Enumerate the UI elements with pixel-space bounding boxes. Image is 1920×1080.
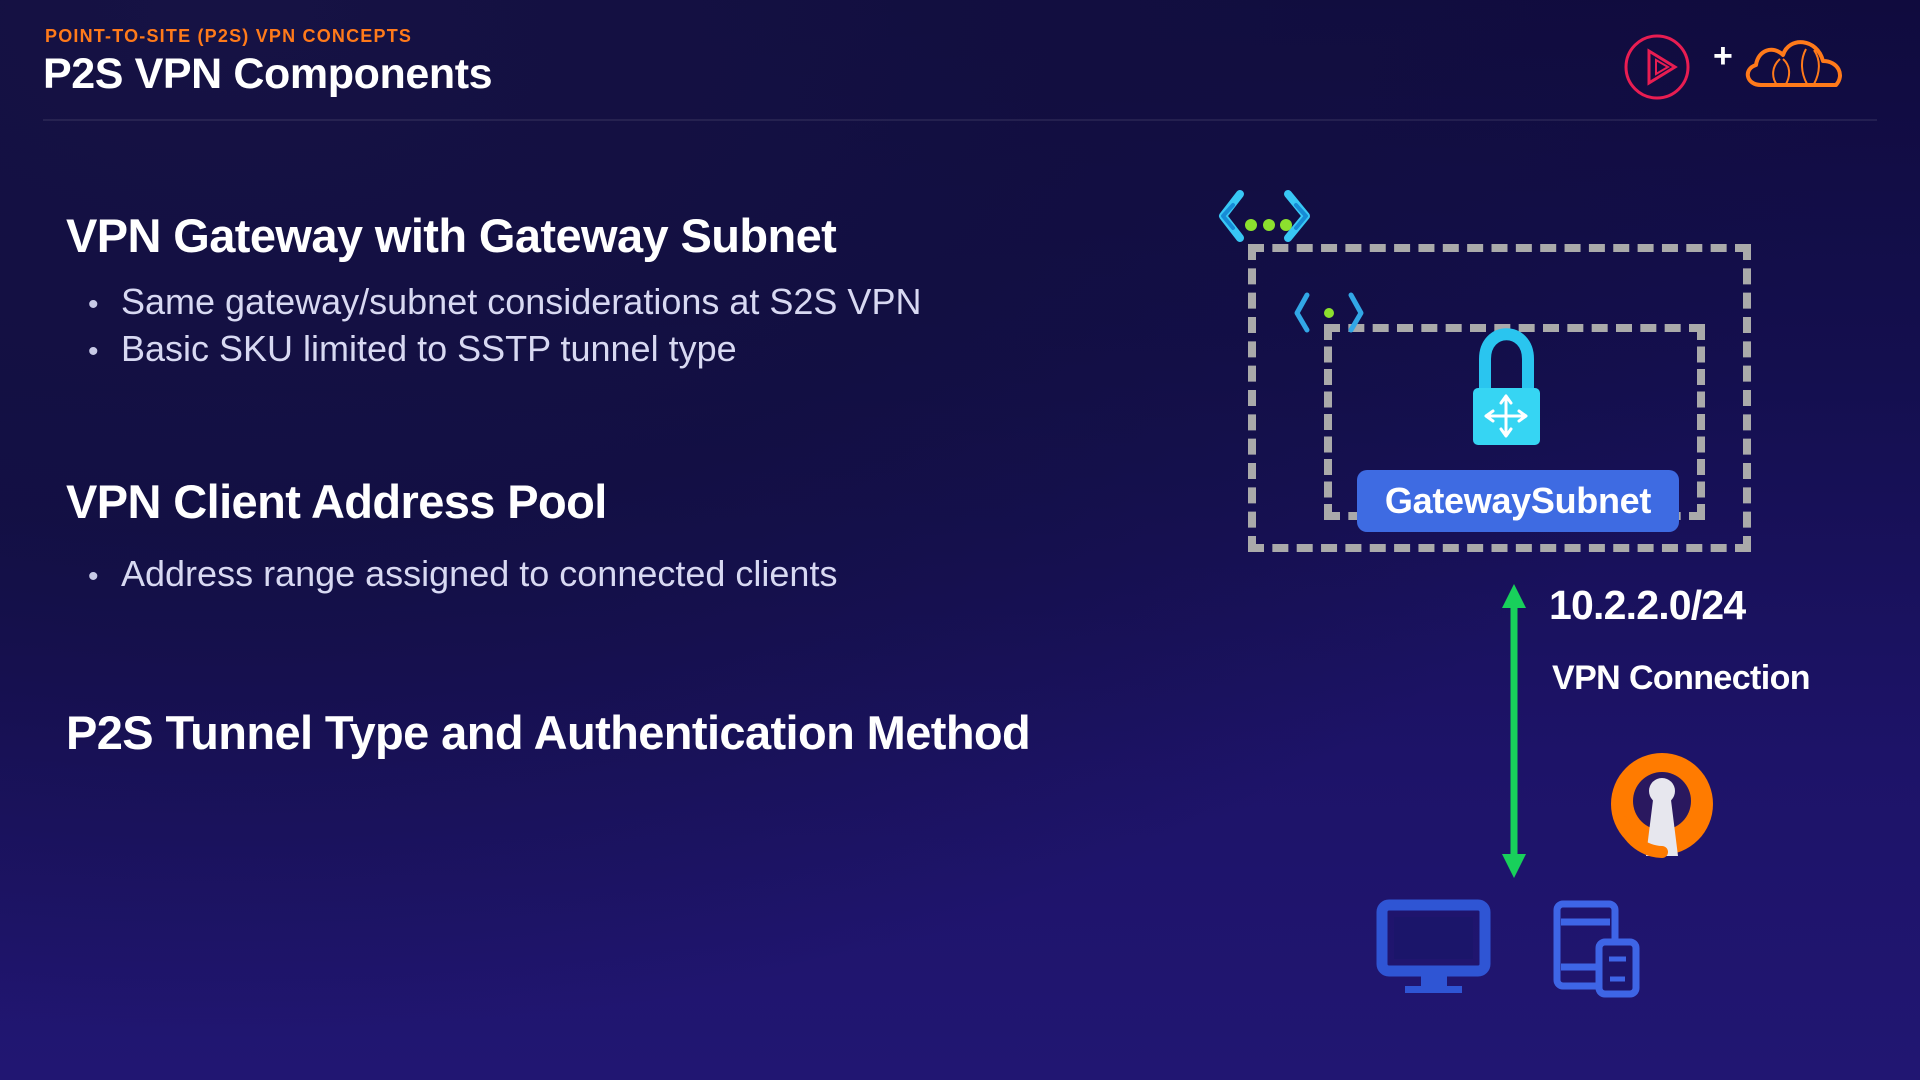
section-title-tunnel-type-authentication: P2S Tunnel Type and Authentication Metho… (66, 706, 1031, 759)
vpn-connection-label: VPN Connection (1552, 659, 1811, 697)
header-divider (43, 119, 1877, 121)
diagram-svg (1219, 190, 1713, 998)
gateway-subnet-label: GatewaySubnet (1357, 470, 1679, 532)
logo-plus-sign: + (1713, 37, 1733, 75)
p2s-vpn-diagram: GatewaySubnet 10.2.2.0/24 VPN Connection (1185, 170, 1811, 1020)
cloud-icon (1745, 40, 1842, 87)
bullet-text: Basic SKU limited to SSTP tunnel type (121, 328, 737, 369)
slide-title: P2S VPN Components (43, 50, 493, 98)
play-icon (1624, 34, 1690, 100)
virtual-network-boundary (1248, 244, 1751, 552)
bullet-item: • Address range assigned to connected cl… (88, 552, 837, 599)
client-address-pool-range: 10.2.2.0/24 (1549, 582, 1746, 628)
brand-logo-svg (1624, 34, 1842, 100)
section-title-client-address-pool: VPN Client Address Pool (66, 475, 607, 528)
section-title-vpn-gateway: VPN Gateway with Gateway Subnet (66, 209, 837, 262)
vpn-connection-arrow (1502, 584, 1526, 878)
bullet-text: Address range assigned to connected clie… (121, 553, 838, 594)
bullet-dot: • (88, 288, 99, 321)
virtual-network-icon (1219, 190, 1310, 242)
openvpn-icon (1611, 753, 1713, 858)
vpn-gateway-lock-icon (1473, 328, 1540, 445)
bullet-item: • Same gateway/subnet considerations at … (88, 280, 921, 327)
bullet-dot: • (88, 335, 99, 368)
section-bullets-vpn-gateway: • Same gateway/subnet considerations at … (88, 280, 921, 374)
mobile-device-icon (1553, 900, 1640, 998)
bullet-text: Same gateway/subnet considerations at S2… (121, 281, 922, 322)
slide-kicker: POINT-TO-SITE (P2S) VPN CONCEPTS (45, 26, 413, 46)
bullet-item: • Basic SKU limited to SSTP tunnel type (88, 327, 921, 374)
bullet-dot: • (88, 560, 99, 593)
subnet-icon (1294, 292, 1364, 333)
desktop-icon (1376, 899, 1491, 993)
brand-logos: + (1620, 30, 1878, 105)
section-bullets-client-address-pool: • Address range assigned to connected cl… (88, 552, 837, 599)
